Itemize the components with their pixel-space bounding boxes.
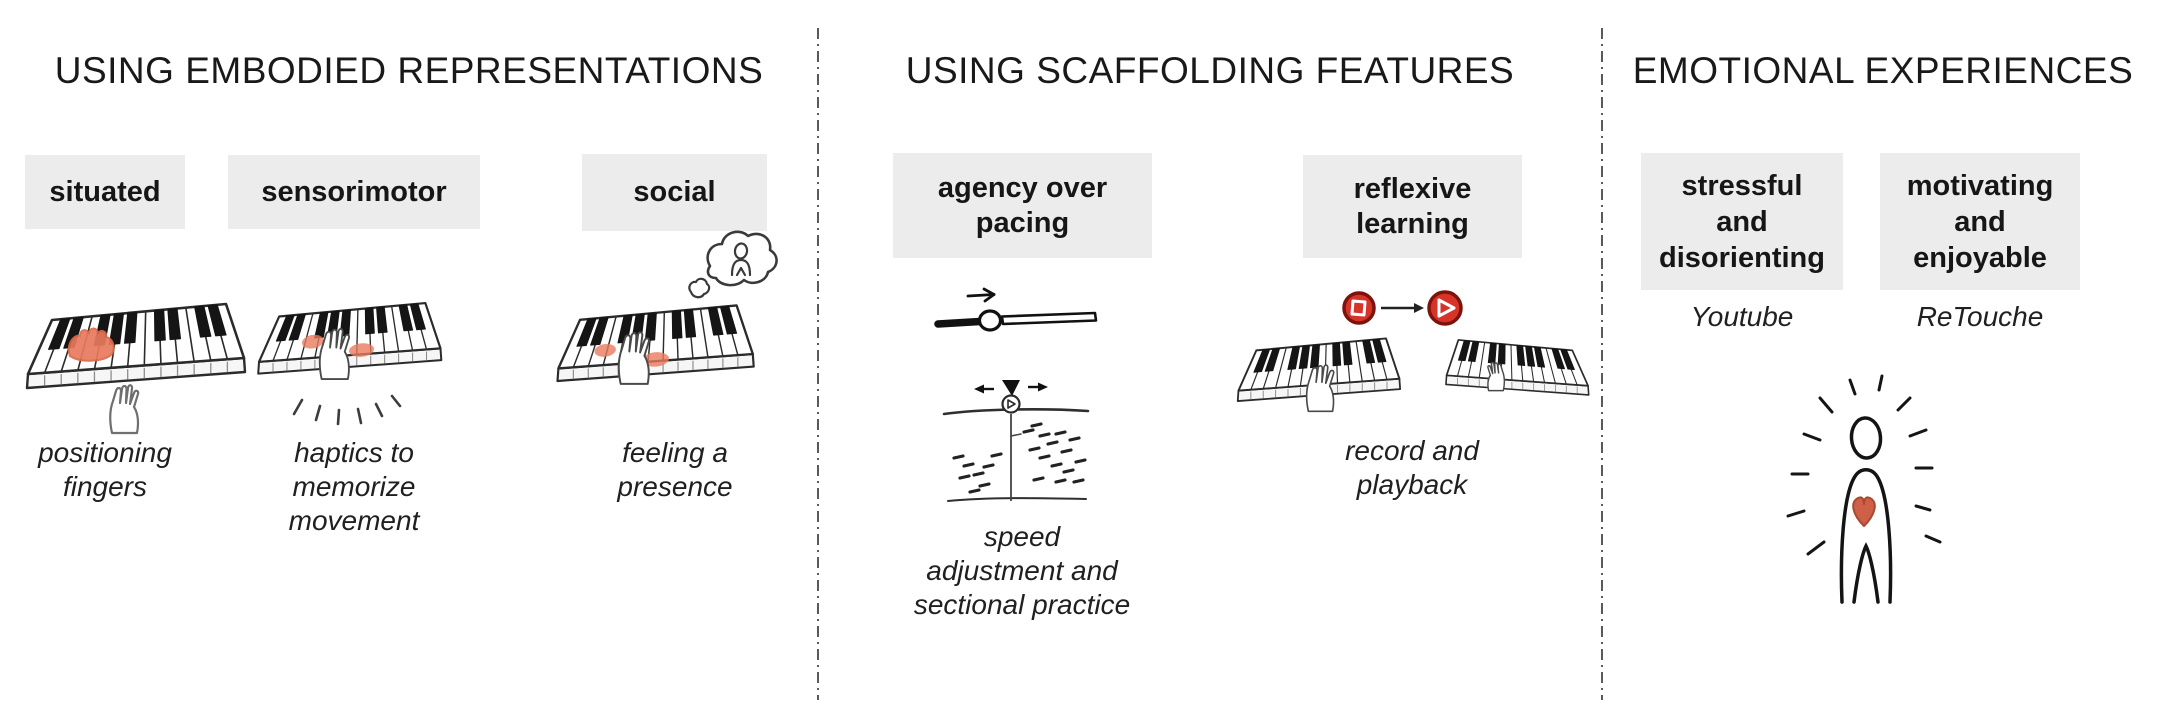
section-title: EMOTIONAL EXPERIENCES	[1632, 50, 2134, 91]
caption-sensorimotor: haptics to memorize movement	[288, 437, 420, 536]
label-box-sensorimotor: sensorimotor	[228, 155, 480, 229]
speed-slider-icon	[934, 287, 1098, 332]
section-title: USING EMBODIED REPRESENTATIONS	[54, 50, 764, 91]
label-box-stressful: stressful and disorienting	[1641, 153, 1843, 290]
app-name-youtube: Youtube	[1690, 301, 1794, 332]
label-box-motivating: motivating and enjoyable	[1880, 153, 2080, 290]
section-embodied-representations: USING EMBODIED REPRESENTATIONS situated …	[0, 0, 818, 720]
section-emotional-experiences: EMOTIONAL EXPERIENCES stressful and diso…	[1602, 0, 2164, 720]
thought-bubble-person-icon	[556, 230, 778, 385]
timeline-playhead-icon	[942, 380, 1090, 502]
label-box-social: social	[582, 154, 767, 231]
label-box-agency-over-pacing: agency over pacing	[893, 153, 1152, 258]
caption-reflexive: record and playback	[1345, 435, 1479, 500]
section-scaffolding-features: USING SCAFFOLDING FEATURES agency over p…	[818, 0, 1602, 720]
piano-keyboard-icon	[25, 302, 247, 435]
section-divider	[817, 28, 819, 700]
record-playback-keyboards-icon	[1236, 290, 1590, 413]
piano-keyboard-icon	[257, 301, 443, 426]
caption-situated: positioning fingers	[38, 437, 172, 502]
caption-agency: speed adjustment and sectional practice	[913, 521, 1131, 620]
app-name-retouche: ReTouche	[1916, 301, 2044, 332]
section-title: USING SCAFFOLDING FEATURES	[905, 50, 1515, 91]
section-divider	[1601, 28, 1603, 700]
label-box-reflexive-learning: reflexive learning	[1303, 155, 1522, 258]
person-heart-icon	[1786, 374, 1942, 604]
label-box-situated: situated	[25, 155, 185, 229]
caption-social: feeling a presence	[617, 437, 733, 502]
